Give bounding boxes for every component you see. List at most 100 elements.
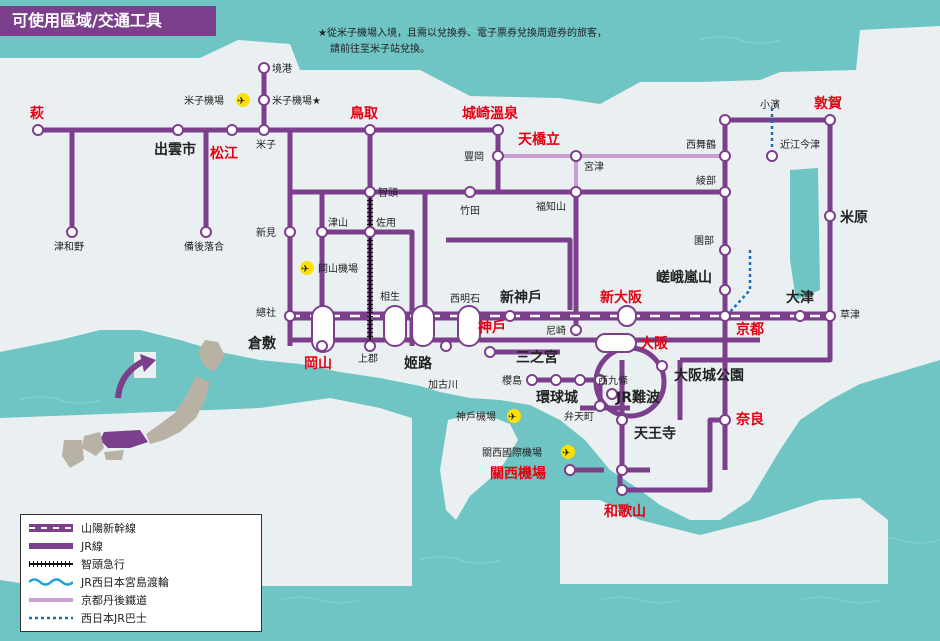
airport-icons: ✈ ✈ ✈ ✈ — [236, 93, 575, 459]
land-south — [560, 498, 888, 584]
svg-text:✈: ✈ — [301, 264, 309, 275]
station-dots — [32, 62, 836, 496]
legend-item-ferry: JR西日本宮島渡輪 — [29, 573, 253, 591]
airplane-icon — [507, 409, 521, 423]
station-okayama: 岡山 — [304, 356, 332, 372]
station-tsuruga: 敦賀 — [814, 95, 842, 112]
legend-item-jr: JR線 — [29, 537, 253, 555]
station-soja: 總社 — [256, 306, 276, 319]
airplane-icon — [236, 93, 250, 107]
station-maibara: 米原 — [840, 209, 868, 226]
station-kusatsu: 草津 — [840, 309, 860, 321]
airplane-icon — [561, 445, 575, 459]
ferry-line-icon — [29, 577, 73, 587]
station-takeda: 竹田 — [460, 204, 480, 217]
station-sayo: 佐用 — [376, 217, 396, 229]
station-shin-osaka: 新大阪 — [600, 289, 643, 306]
station-miyazu: 宮津 — [584, 160, 604, 173]
station-yonago: 米子 — [256, 138, 276, 151]
chizu-line-icon — [29, 559, 73, 569]
station-sakaiminato: 境港 — [272, 62, 292, 75]
station-kobe: 神戶 — [478, 319, 506, 336]
station-tsuwano: 津和野 — [54, 241, 84, 253]
legend-label: 智頭急行 — [81, 558, 125, 571]
station-bentencho: 弁天町 — [564, 410, 594, 423]
station-tennoji: 天王寺 — [634, 426, 676, 442]
airplane-icon — [300, 261, 314, 275]
station-nara: 奈良 — [735, 411, 764, 428]
station-chizu: 智頭 — [378, 186, 398, 199]
station-kyoto: 京都 — [736, 321, 764, 338]
station-fukuchiyama: 福知山 — [536, 200, 566, 213]
jr-bus-route-2 — [729, 250, 752, 313]
station-himeji: 姬路 — [404, 355, 433, 372]
note-line-2: 請前往至米子站兌換。 — [330, 42, 430, 55]
legend-item-bus: 西日本JR巴士 — [29, 609, 253, 627]
legend-item-shinkansen: 山陽新幹線 — [29, 519, 253, 537]
station-kurashiki: 倉敷 — [247, 335, 277, 352]
station-osaka: 大阪 — [640, 335, 669, 352]
land-chugoku — [0, 26, 940, 520]
station-obama: 小濱 — [760, 98, 780, 111]
station-kansai-airport: 關西機場 — [490, 465, 546, 482]
major-station-pills — [311, 305, 637, 353]
station-tottori: 鳥取 — [350, 105, 379, 122]
note-line-1: ★從米子機場入境，且需以兌換券、電子票券兌換周遊券的旅客， — [318, 26, 607, 39]
station-ayabe: 綾部 — [696, 174, 716, 187]
jr-line-icon — [29, 541, 73, 551]
station-omiimazu: 近江今津 — [780, 138, 820, 151]
station-yonago-airport: 米子機場 — [184, 94, 224, 107]
legend: 山陽新幹線 JR線 智頭急行 JR西日本宮島渡輪 京都丹後鐵道 西日本JR巴士 — [20, 514, 262, 632]
station-kix-label: 關西國際機場 — [482, 446, 542, 459]
station-sonobe: 園部 — [694, 234, 714, 247]
station-universal-city: 環球城 — [536, 389, 578, 406]
station-kobe-airport: 神戶機場 — [456, 410, 496, 423]
station-otsu: 大津 — [786, 289, 814, 306]
station-izumoshi: 出雲市 — [154, 141, 196, 158]
station-jr-namba: JR難波 — [615, 389, 661, 406]
station-amagasaki: 尼崎 — [546, 324, 566, 337]
station-bingo-ochiai: 備後落合 — [184, 240, 224, 253]
svg-text:✈: ✈ — [237, 96, 245, 107]
station-matsue: 松江 — [210, 145, 238, 162]
legend-label: 西日本JR巴士 — [81, 612, 147, 625]
lake-biwa — [790, 168, 820, 300]
land-awaji — [440, 412, 518, 520]
legend-label: 京都丹後鐵道 — [81, 594, 147, 607]
station-aioi: 相生 — [380, 290, 400, 303]
station-wakayama: 和歌山 — [604, 503, 646, 520]
station-sakurajima: 櫻島 — [502, 374, 522, 387]
page-title: 可使用區域/交通工具 — [0, 6, 216, 36]
legend-label: JR線 — [81, 540, 103, 553]
station-niimi: 新見 — [256, 226, 276, 239]
legend-item-chizu: 智頭急行 — [29, 555, 253, 573]
station-sannomiya: 三之宮 — [516, 349, 558, 366]
station-nishikujo: 西九條 — [598, 374, 628, 387]
station-tsuyama: 津山 — [328, 217, 348, 229]
station-amanohashidate: 天橋立 — [518, 131, 560, 148]
station-shin-kobe: 新神戶 — [500, 289, 542, 306]
station-kinosaki-onsen: 城崎溫泉 — [462, 105, 519, 122]
station-sagaarashiyama: 嵯峨嵐山 — [656, 269, 712, 286]
japan-inset-map — [62, 340, 225, 468]
station-kakogawa: 加古川 — [428, 378, 458, 391]
station-nishimaizuru: 西舞鶴 — [686, 138, 716, 151]
legend-label: JR西日本宮島渡輪 — [81, 576, 169, 589]
station-kamigori: 上郡 — [358, 353, 378, 365]
svg-text:✈: ✈ — [562, 448, 570, 459]
tango-line-icon — [29, 595, 73, 605]
shinkansen-line-icon — [29, 523, 73, 533]
legend-item-tango: 京都丹後鐵道 — [29, 591, 253, 609]
station-okayama-airport: 岡山機場 — [318, 262, 358, 275]
station-osakajokoen: 大阪城公園 — [674, 367, 744, 384]
station-labels: 境港 米子機場 米子機場★ 米子 萩 出雲市 松江 津和野 備後落合 鳥取 智頭… — [29, 62, 868, 520]
station-yonago-airport-star: 米子機場★ — [272, 94, 321, 107]
legend-label: 山陽新幹線 — [81, 522, 136, 535]
svg-text:✈: ✈ — [508, 412, 516, 423]
station-toyooka: 豐岡 — [464, 150, 484, 163]
station-nishiakashi: 西明石 — [450, 293, 480, 305]
station-hagi: 萩 — [29, 105, 44, 122]
bus-line-icon — [29, 613, 73, 623]
